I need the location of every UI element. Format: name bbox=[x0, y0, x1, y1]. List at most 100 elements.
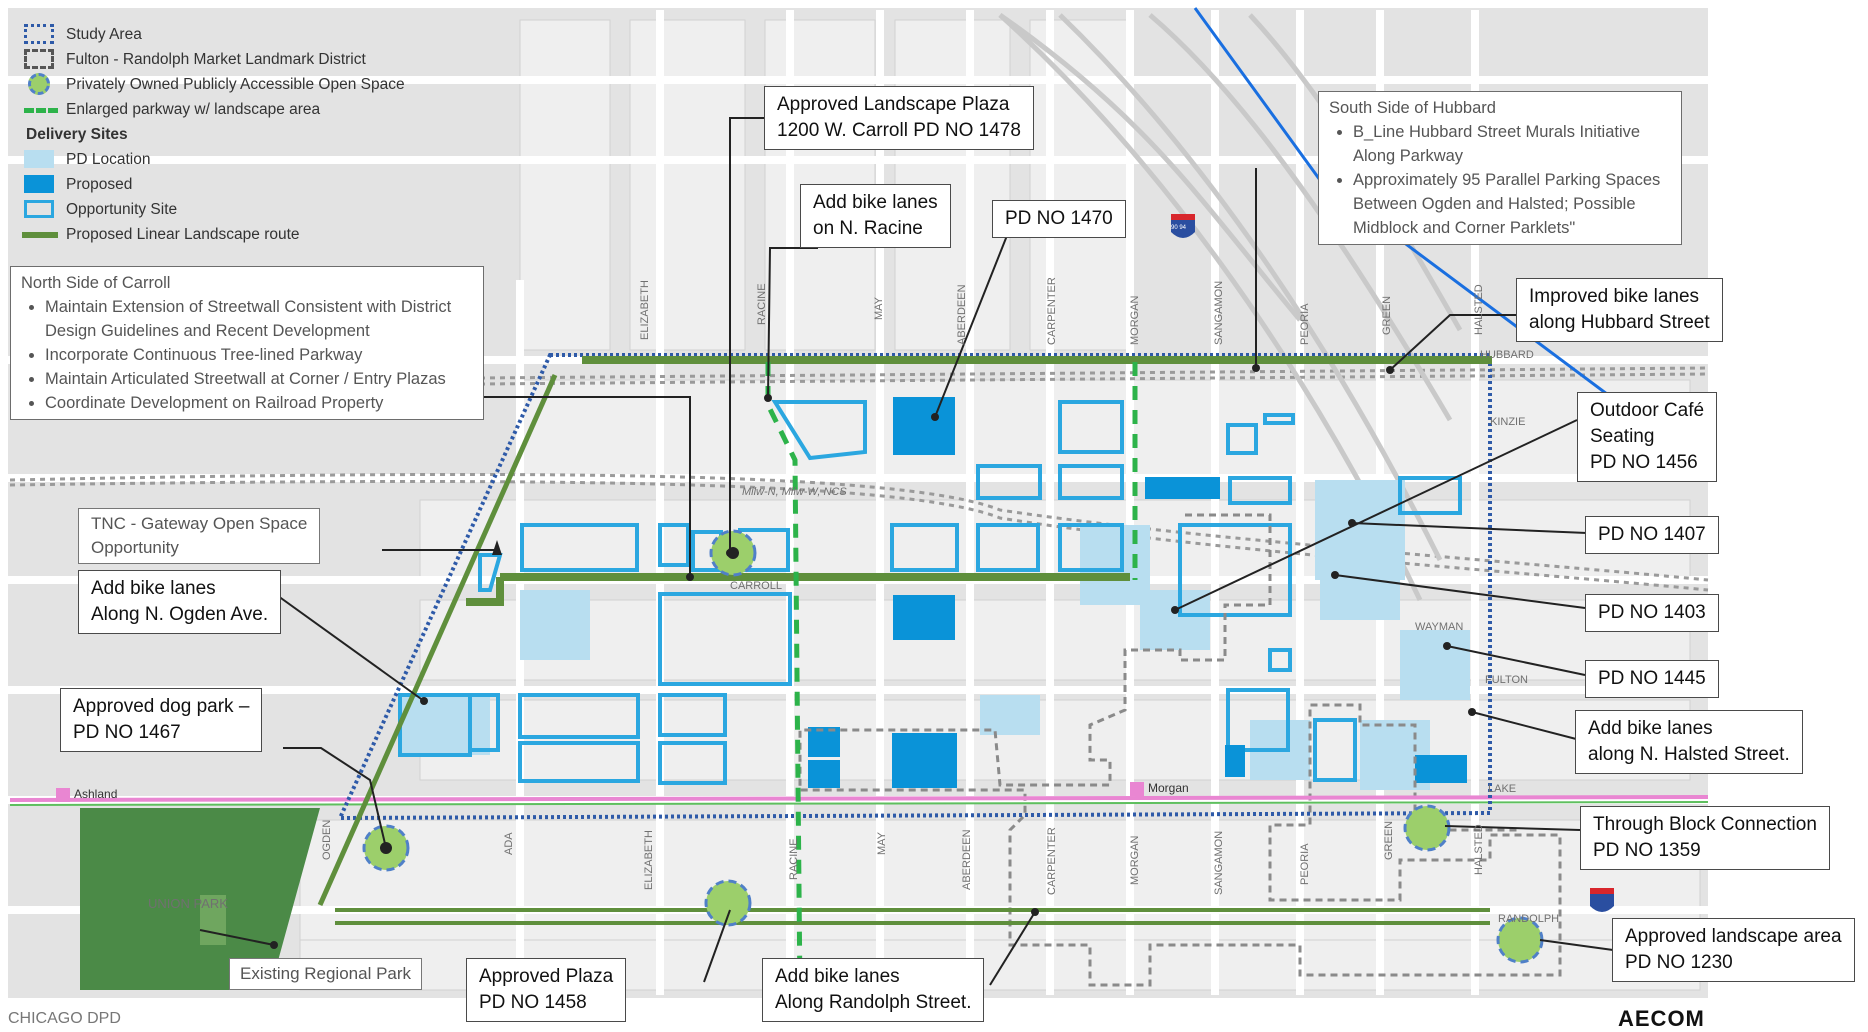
street-label-elizabeth-north: ELIZABETH bbox=[639, 280, 651, 340]
railroad-lines bbox=[9, 366, 1709, 592]
leader-dot bbox=[764, 394, 772, 402]
callout-landscape-area: Approved landscape area PD NO 1230 bbox=[1612, 918, 1855, 982]
street-label-ogden: OGDEN bbox=[321, 820, 333, 860]
opportunity-swatch bbox=[24, 200, 54, 218]
ashland-station-label: Ashland bbox=[74, 787, 117, 801]
callout-ogden-lanes: Add bike lanes Along N. Ogden Ave. bbox=[78, 570, 282, 634]
street-label-green-south: GREEN bbox=[1383, 821, 1395, 860]
note-list: B_Line Hubbard Street Murals Initiative … bbox=[1329, 120, 1671, 240]
street-label-carpenter-north: CARPENTER bbox=[1046, 277, 1058, 345]
leader-dot bbox=[380, 842, 392, 854]
callout-leaders bbox=[199, 117, 1614, 986]
street-label-sangamon-south: SANGAMON bbox=[1213, 831, 1225, 895]
street-label-may-north: MAY bbox=[873, 296, 885, 320]
legend-linear-route: Proposed Linear Landscape route bbox=[22, 222, 422, 247]
proposed-swatch bbox=[24, 175, 54, 193]
street-label-may-south: MAY bbox=[876, 831, 888, 855]
morgan-station-marker bbox=[1130, 782, 1144, 796]
leader-dot bbox=[1348, 519, 1356, 527]
leader-dot bbox=[1171, 606, 1179, 614]
credit-chicago-dpd: CHICAGO DPD bbox=[8, 1010, 121, 1027]
street-label-aberdeen-south: ABERDEEN bbox=[961, 829, 973, 890]
legend-opportunity: Opportunity Site bbox=[22, 197, 422, 222]
legend-study-area: Study Area bbox=[22, 22, 422, 47]
leader-dot bbox=[1468, 708, 1476, 716]
railroad-label: Milw-N, Milw-W, NCS bbox=[742, 486, 847, 498]
note-list: Maintain Extension of Streetwall Consist… bbox=[21, 295, 473, 415]
street-label-halsted-north: HALSTED bbox=[1473, 284, 1485, 335]
callout-randolph-lanes: Add bike lanes Along Randolph Street. bbox=[762, 958, 985, 1022]
union-park-pond bbox=[200, 895, 226, 945]
pd-location-swatch bbox=[24, 150, 54, 168]
legend-pops: Privately Owned Publicly Accessible Open… bbox=[22, 72, 422, 97]
callout-pd-1445: PD NO 1445 bbox=[1585, 660, 1719, 698]
leader-dot bbox=[420, 697, 428, 705]
note-title: South Side of Hubbard bbox=[1329, 99, 1496, 117]
street-label-elizabeth-south: ELIZABETH bbox=[643, 830, 655, 890]
el-line-green bbox=[9, 801, 1709, 806]
legend-proposed: Proposed bbox=[22, 172, 422, 197]
note-item: Maintain Extension of Streetwall Consist… bbox=[45, 295, 473, 343]
street-label-peoria-south: PEORIA bbox=[1299, 843, 1311, 885]
street-label-sangamon-north: SANGAMON bbox=[1213, 281, 1225, 345]
callout-hubbard-lanes: Improved bike lanes along Hubbard Street bbox=[1516, 278, 1723, 342]
leader-dot bbox=[1443, 642, 1451, 650]
street-label-halsted-south: HALSTED bbox=[1473, 824, 1485, 875]
callout-plaza-1458: Approved Plaza PD NO 1458 bbox=[466, 958, 627, 1022]
linear-route-swatch bbox=[22, 232, 58, 238]
leader-dot bbox=[686, 573, 694, 581]
credit-aecom-logo: AECOM bbox=[1618, 1006, 1705, 1031]
callout-tnc-gateway: TNC - Gateway Open Space Opportunity bbox=[78, 508, 321, 564]
street-label-randolph: RANDOLPH bbox=[1498, 913, 1559, 925]
pd-location-sites bbox=[400, 480, 1470, 790]
callout-bike-racine: Add bike lanes on N. Racine bbox=[800, 184, 951, 248]
street-label-green-north: GREEN bbox=[1381, 296, 1393, 335]
street-label-kinzie: KINZIE bbox=[1490, 416, 1525, 428]
landmark-district-outline bbox=[798, 513, 1562, 987]
note-north-carroll: North Side of Carroll Maintain Extension… bbox=[10, 266, 484, 420]
callout-pd-1403: PD NO 1403 bbox=[1585, 594, 1719, 632]
study-area-outline bbox=[336, 353, 1492, 821]
street-label-wayman: WAYMAN bbox=[1415, 621, 1463, 633]
leader-dot bbox=[1252, 364, 1260, 372]
union-park-label: UNION PARK bbox=[148, 896, 228, 911]
note-item: B_Line Hubbard Street Murals Initiative … bbox=[1353, 120, 1671, 168]
leader-dot bbox=[1386, 366, 1394, 374]
callout-halsted-lanes: Add bike lanes along N. Halsted Street. bbox=[1575, 710, 1803, 774]
leader-dot bbox=[1331, 571, 1339, 579]
note-item: Incorporate Continuous Tree-lined Parkwa… bbox=[45, 343, 473, 367]
interstate-shield-icon bbox=[1590, 888, 1614, 912]
callout-dog-park: Approved dog park – PD NO 1467 bbox=[60, 688, 263, 752]
street-label-fulton: FULTON bbox=[1485, 674, 1528, 686]
street-label-racine-north: RACINE bbox=[756, 283, 768, 325]
note-title: North Side of Carroll bbox=[21, 274, 171, 292]
callout-outdoor-cafe: Outdoor Café Seating PD NO 1456 bbox=[1577, 392, 1718, 482]
shield-label: 90 94 bbox=[1171, 225, 1187, 231]
legend-pd-location: PD Location bbox=[22, 147, 422, 172]
linear-landscape-routes bbox=[317, 356, 1492, 925]
street-label-aberdeen-north: ABERDEEN bbox=[956, 284, 968, 345]
study-area-swatch bbox=[24, 24, 54, 44]
ashland-station-marker bbox=[56, 788, 70, 802]
street-label-carroll: CARROLL bbox=[730, 580, 782, 592]
leader-dot bbox=[1031, 908, 1039, 916]
callout-pd-1407: PD NO 1407 bbox=[1585, 516, 1719, 554]
green-pink-el-line bbox=[9, 795, 1709, 802]
callout-landscape-plaza: Approved Landscape Plaza 1200 W. Carroll… bbox=[764, 86, 1034, 150]
note-south-hubbard: South Side of Hubbard B_Line Hubbard Str… bbox=[1318, 91, 1682, 245]
street-label-hubbard: HUBBARD bbox=[1480, 349, 1534, 361]
parkway-swatch bbox=[24, 108, 58, 113]
pops-swatch bbox=[28, 73, 50, 95]
legend-landmark-district: Fulton - Randolph Market Landmark Distri… bbox=[22, 47, 422, 72]
note-item: Approximately 95 Parallel Parking Spaces… bbox=[1353, 168, 1671, 240]
street-label-lake: LAKE bbox=[1488, 783, 1516, 795]
callout-through-block: Through Block Connection PD NO 1359 bbox=[1580, 806, 1830, 870]
callout-existing-park: Existing Regional Park bbox=[229, 958, 423, 990]
landmark-swatch bbox=[24, 49, 54, 69]
street-label-morgan-south: MORGAN bbox=[1129, 835, 1141, 885]
leader-dot bbox=[270, 941, 278, 949]
street-labels: HUBBARD KINZIE CARROLL WAYMAN FULTON LAK… bbox=[74, 225, 1559, 925]
proposed-sites bbox=[808, 397, 1467, 788]
leader-dot bbox=[931, 413, 939, 421]
